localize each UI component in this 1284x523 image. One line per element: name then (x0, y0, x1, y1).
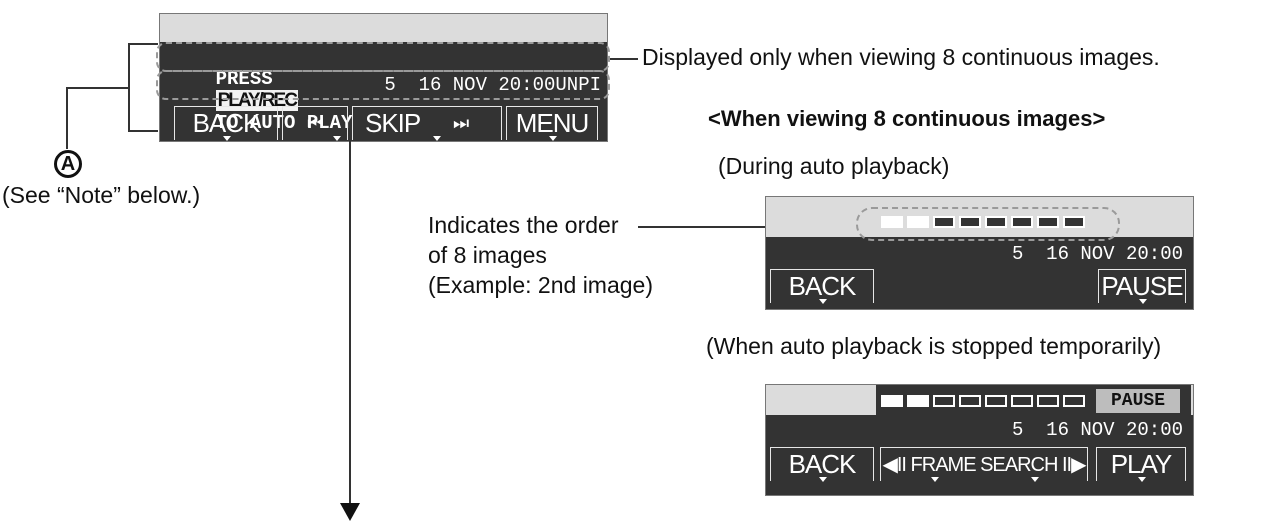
play-softkey[interactable]: PLAY (1096, 447, 1186, 482)
back-tick (223, 136, 231, 141)
progress-segment (985, 216, 1007, 228)
see-note-caption: (See “Note” below.) (2, 182, 201, 208)
pause-tick (1139, 299, 1147, 304)
play-label: PLAY (1110, 449, 1173, 479)
progress-segment (959, 395, 981, 407)
paused-back-softkey[interactable]: BACK (770, 447, 874, 482)
auto-back-label: BACK (788, 271, 857, 301)
skip-label: SKIP (365, 108, 421, 138)
paused-info-line: 5 16 NOV 20:00 (1011, 419, 1183, 441)
pause-label: PAUSE (1101, 271, 1183, 301)
progress-segment (1037, 216, 1059, 228)
paused-back-label: BACK (788, 449, 857, 479)
auto-progress-indicator (881, 216, 1091, 228)
skip-tick (433, 136, 441, 141)
previous-tick (333, 136, 341, 141)
progress-segment (1063, 216, 1085, 228)
previous-button[interactable]: ⏮ (282, 106, 348, 141)
bracket-top (128, 43, 158, 45)
pause-status-tag: PAUSE (1096, 389, 1180, 413)
progress-segment (881, 216, 903, 228)
progress-segment (907, 216, 929, 228)
next-icon: ⏭ (453, 113, 469, 133)
back-label: BACK (192, 108, 261, 138)
progress-segment (933, 395, 955, 407)
progress-segment (907, 395, 929, 407)
progress-segment (881, 395, 903, 407)
auto-playback-screen: 5 16 NOV 20:00 BACK PAUSE (765, 196, 1194, 310)
stopped-temp-caption: (When auto playback is stopped temporari… (706, 333, 1162, 359)
auto-play-message: PRESS PLAY/REC TO AUTO PLAY (170, 46, 352, 156)
progress-segment (1011, 216, 1033, 228)
paused-playback-screen: PAUSE 5 16 NOV 20:00 BACK ◀II FRAME SEAR… (765, 384, 1194, 496)
main-info-line: 5 16 NOV 20:00UNPI (384, 74, 601, 96)
progress-segment (959, 216, 981, 228)
frame-search-tick-left (931, 477, 939, 482)
pause-softkey[interactable]: PAUSE (1098, 269, 1186, 304)
bracket-stem (66, 87, 128, 89)
frame-search-label: ◀II FRAME SEARCH II▶ (882, 454, 1086, 476)
progress-segment (933, 216, 955, 228)
message-suffix: TO AUTO PLAY (215, 112, 353, 134)
play-tick (1138, 477, 1146, 482)
bracket-stem-down (66, 87, 68, 149)
auto-back-tick (819, 299, 827, 304)
marker-a: A (54, 150, 82, 178)
section-title: <When viewing 8 continuous images> (708, 106, 1106, 131)
bracket-bottom (128, 130, 158, 132)
frame-search-softkey[interactable]: ◀II FRAME SEARCH II▶ (880, 447, 1088, 482)
progress-segment (985, 395, 1007, 407)
progress-segment (1037, 395, 1059, 407)
down-arrow-head-icon (340, 503, 360, 521)
leader-line (610, 58, 638, 60)
frame-search-tick-right (1031, 477, 1039, 482)
order-caption-line3: (Example: 2nd image) (428, 272, 653, 298)
back-softkey[interactable]: BACK (174, 106, 278, 141)
displayed-only-caption: Displayed only when viewing 8 continuous… (642, 44, 1160, 70)
down-arrow-shaft (349, 140, 351, 510)
menu-softkey[interactable]: MENU (506, 106, 598, 141)
menu-tick (549, 136, 557, 141)
progress-highlight (856, 207, 1120, 241)
marker-a-letter: A (60, 152, 76, 175)
play-rec-button-label: PLAY/REC (215, 90, 298, 111)
paused-back-tick (819, 477, 827, 482)
auto-info-line: 5 16 NOV 20:00 (1011, 243, 1183, 265)
main-playback-screen: PRESS PLAY/REC TO AUTO PLAY 5 16 NOV 20:… (159, 13, 608, 142)
progress-segment (1063, 395, 1085, 407)
main-screen-image-area (160, 14, 607, 42)
message-prefix: PRESS (215, 68, 273, 90)
message-highlight (156, 42, 610, 72)
bracket-vertical (128, 43, 130, 131)
menu-label: MENU (515, 108, 590, 138)
progress-segment (1011, 395, 1033, 407)
previous-icon: ⏮ (307, 113, 323, 133)
paused-progress-indicator (881, 395, 1091, 407)
order-caption-line1: Indicates the order (428, 212, 619, 238)
auto-back-softkey[interactable]: BACK (770, 269, 874, 304)
order-caption-line2: of 8 images (428, 242, 547, 268)
info-highlight (156, 70, 610, 100)
skip-softkey[interactable]: SKIP ⏭ (352, 106, 502, 141)
order-leader-line (638, 226, 856, 228)
during-auto-caption: (During auto playback) (718, 153, 950, 179)
